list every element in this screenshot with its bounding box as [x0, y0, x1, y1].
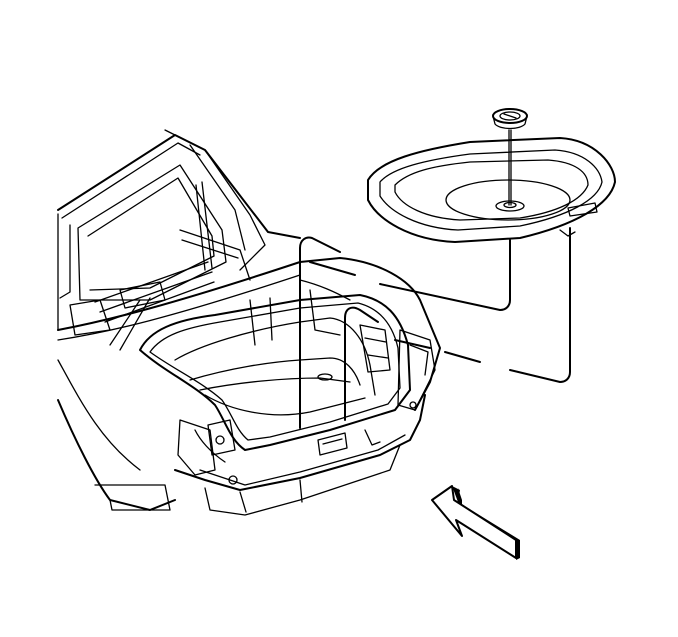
trunk-floor-trim-panel [367, 137, 616, 243]
leader-lines [299, 227, 571, 429]
view-direction-arrow [431, 485, 520, 560]
spare-tire-retainer-knob [492, 108, 528, 206]
vehicle-rear-body [57, 129, 441, 516]
